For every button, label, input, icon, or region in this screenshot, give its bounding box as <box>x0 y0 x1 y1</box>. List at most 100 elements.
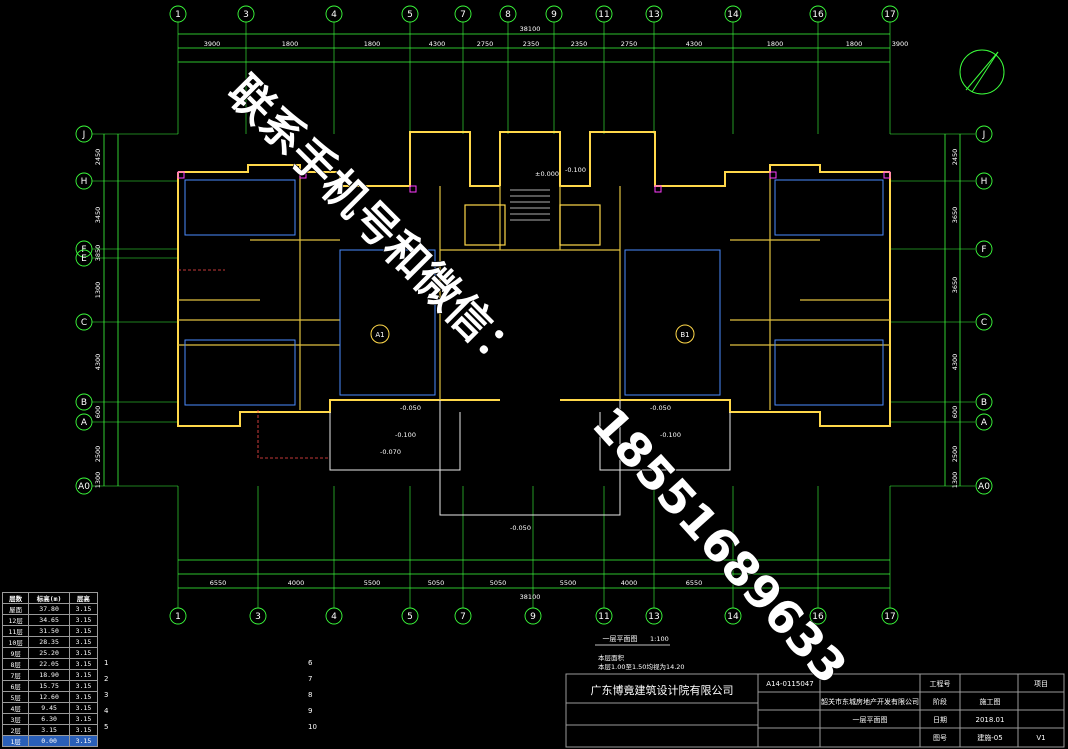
axis-bubble-right: H <box>975 172 993 190</box>
svg-text:5: 5 <box>407 10 413 20</box>
svg-text:F: F <box>981 245 986 255</box>
table-cell: 1层 <box>1 735 30 747</box>
table-cell: 3.15 <box>68 713 99 725</box>
dimension-text: 3650 <box>951 277 959 294</box>
dimension-text: 4300 <box>686 40 703 48</box>
table-cell: 3.15 <box>28 724 70 736</box>
elevation-8: -0.050 <box>510 524 531 532</box>
axis-bubble-left: J <box>75 125 93 143</box>
axis-bubble-bottom: 17 <box>881 607 899 625</box>
svg-text:17: 17 <box>884 10 895 20</box>
table-cell: 8层 <box>1 658 30 670</box>
svg-text:5: 5 <box>407 612 413 622</box>
dimension-text: 1800 <box>767 40 784 48</box>
svg-text:11: 11 <box>598 612 609 622</box>
field-project-label: 项目 <box>1034 680 1048 688</box>
svg-text:3: 3 <box>255 612 261 622</box>
table-cell: 7层 <box>1 669 30 681</box>
table-cell: 3.15 <box>68 724 99 736</box>
table-cell: 0.00 <box>28 735 70 747</box>
table-cell: 3.15 <box>68 658 99 670</box>
table-cell: 11层 <box>1 625 30 637</box>
axis-bubble-right: C <box>975 313 993 331</box>
drawing-title: 一层平面图 <box>603 635 638 643</box>
table-cell: 3.15 <box>68 603 99 615</box>
area-note-2: 本层1.00至1.50均视为14.20 <box>598 662 685 671</box>
dimension-text: 1300 <box>94 282 102 299</box>
svg-text:16: 16 <box>812 612 824 622</box>
date: 2018.01 <box>976 716 1005 724</box>
company-name: 广东博竟建筑设计院有限公司 <box>591 683 734 697</box>
axis-bubble-top: 8 <box>499 5 517 23</box>
axis-bubble-left: A <box>75 413 93 431</box>
axis-bubble-top: 3 <box>237 5 255 23</box>
table-cell: 15.75 <box>28 680 70 692</box>
drawing-scale: 1:100 <box>650 635 669 643</box>
axis-bubble-top: 14 <box>724 5 742 23</box>
dimension-text: 2500 <box>951 446 959 463</box>
note-number: 7 <box>308 675 312 683</box>
field-project-no-label: 工程号 <box>930 679 951 688</box>
svg-text:13: 13 <box>648 612 659 622</box>
table-cell: 屋面 <box>1 603 30 615</box>
dimension-text: 6550 <box>210 579 227 587</box>
axis-bubble-right: A0 <box>975 477 993 495</box>
table-cell: 12层 <box>1 614 30 626</box>
table-cell: 37.80 <box>28 603 70 615</box>
note-number: 6 <box>308 659 313 667</box>
axis-bubble-bottom: 1 <box>169 607 187 625</box>
axis-bubble-bottom: 7 <box>454 607 472 625</box>
svg-text:3: 3 <box>243 10 249 20</box>
unit-label-a1: A1 <box>370 324 390 344</box>
svg-text:A0: A0 <box>978 482 990 492</box>
svg-text:8: 8 <box>505 10 511 20</box>
note-number: 3 <box>104 691 108 699</box>
table-cell: 3.15 <box>68 625 99 637</box>
dimension-text: 6550 <box>686 579 703 587</box>
sheet-title: 一层平面图 <box>853 716 888 724</box>
axis-bubble-left: H <box>75 172 93 190</box>
axis-bubble-top: 5 <box>401 5 419 23</box>
svg-text:C: C <box>981 318 987 328</box>
note-number: 2 <box>104 675 108 683</box>
table-cell: 3.15 <box>68 647 99 659</box>
axis-bubble-bottom: 14 <box>724 607 742 625</box>
axis-bubble-left: C <box>75 313 93 331</box>
svg-text:17: 17 <box>884 612 895 622</box>
note-number: 10 <box>308 723 317 731</box>
dimension-text: 600 <box>94 406 102 418</box>
table-cell: 22.05 <box>28 658 70 670</box>
dimension-text: 3650 <box>951 207 959 224</box>
dimension-text: 3450 <box>94 207 102 224</box>
dimension-text: 1300 <box>94 472 102 489</box>
table-cell: 34.65 <box>28 614 70 626</box>
svg-text:14: 14 <box>727 612 739 622</box>
elevation-6: -0.070 <box>380 448 401 456</box>
dimension-text: 5500 <box>560 579 577 587</box>
dimension-text: 4300 <box>429 40 446 48</box>
dimension-text: 3850 <box>94 245 102 262</box>
dimension-text: 2450 <box>951 149 959 166</box>
svg-text:13: 13 <box>648 10 659 20</box>
table-cell: 6层 <box>1 680 30 692</box>
elevation-1: -0.050 <box>400 404 421 412</box>
axis-bubble-top: 1 <box>169 5 187 23</box>
table-cell: 3.15 <box>68 614 99 626</box>
elevation-7: -0.100 <box>565 166 586 174</box>
svg-text:9: 9 <box>530 612 536 622</box>
svg-text:H: H <box>81 177 88 187</box>
table-cell: 3.15 <box>68 702 99 714</box>
note-number: 8 <box>308 691 312 699</box>
title-block: 广东博竟建筑设计院有限公司 A14-0115047 韶关市东城房地产开发有限公司… <box>565 673 1065 748</box>
dimension-text: 2350 <box>571 40 588 48</box>
field-stage-label: 阶段 <box>933 697 947 706</box>
unit-label-b1: B1 <box>675 324 695 344</box>
floor-plan-walls <box>177 131 891 516</box>
